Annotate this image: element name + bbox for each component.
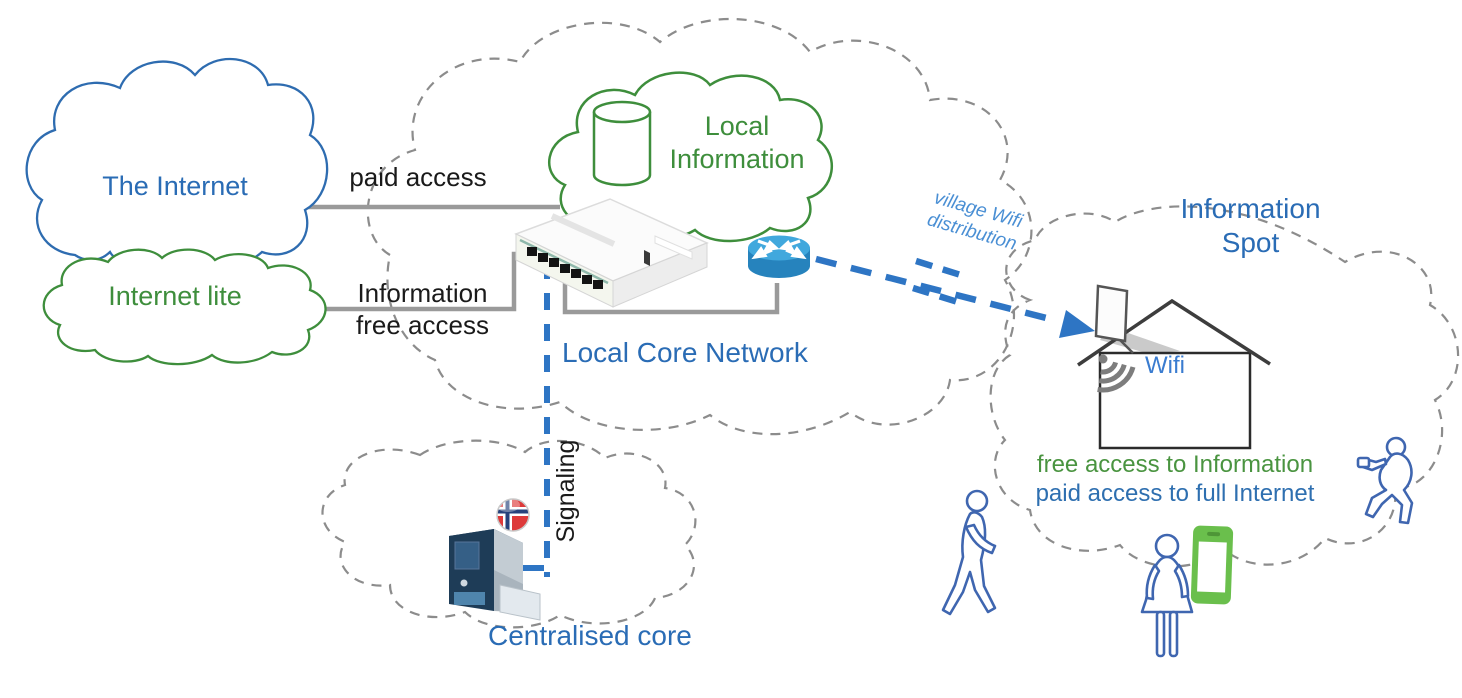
local-core-network-label: Local Core Network (562, 337, 808, 368)
woman-person-icon (1140, 533, 1194, 658)
router-device-icon (514, 198, 709, 308)
antenna-icon (1094, 284, 1134, 354)
centralised-core-dashed-cloud (321, 439, 697, 629)
information-spot-dashed-cloud (989, 205, 1460, 568)
local-information-cloud-label: Local Information (669, 111, 805, 174)
running-person-icon (1356, 436, 1414, 525)
walking-person-icon (941, 489, 997, 616)
internet-cloud (25, 57, 329, 269)
centralised-core-label: Centralised core (488, 620, 692, 651)
database-icon (592, 100, 652, 187)
internet-lite-cloud-label: Internet lite (108, 281, 242, 311)
server-icon (449, 529, 541, 621)
free-access-note: free access to Information (1036, 451, 1314, 478)
router-to-wireless-link-line (562, 268, 780, 315)
smartphone-icon (1190, 525, 1234, 605)
signaling-dashed-line (519, 262, 550, 577)
signaling-label: Signaling (552, 439, 580, 543)
internet-cloud-label: The Internet (102, 171, 248, 201)
wifi-link-arrow (815, 255, 1095, 338)
information-free-access-label: Information free access (356, 278, 489, 340)
norway-flag-icon (496, 498, 530, 532)
internet-lite-cloud (42, 248, 327, 366)
wifi-signal-icon (1097, 354, 1136, 393)
wireless-router-icon (748, 235, 810, 278)
wifi-label: Wifi (1145, 352, 1185, 379)
paid-access-label: paid access (349, 162, 487, 192)
information-spot-label: Information Spot (1180, 193, 1321, 259)
local-network-dashed-cloud (366, 17, 1033, 436)
paid-access-full-note: paid access to full Internet (1035, 480, 1315, 507)
house-icon (1077, 298, 1271, 450)
